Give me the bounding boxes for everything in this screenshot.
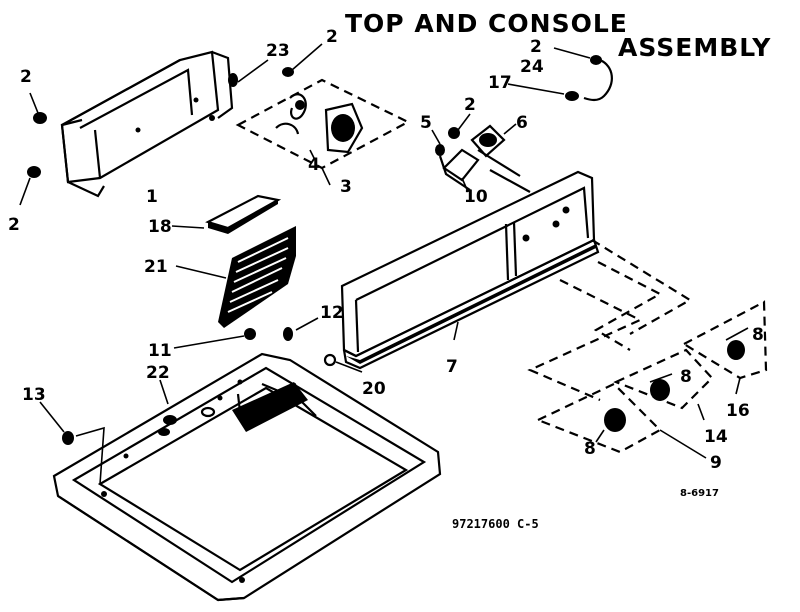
callout-9: 9 xyxy=(710,453,722,473)
callout-8-mid: 8 xyxy=(680,367,692,387)
part-cap-18 xyxy=(171,194,282,234)
part-top-22 xyxy=(52,352,442,602)
part-knob-plate-16 xyxy=(681,300,768,395)
corner-code: 8-6917 xyxy=(680,488,719,499)
screw-left-upper xyxy=(29,92,47,124)
callout-5: 5 xyxy=(420,113,432,133)
callout-8-top: 8 xyxy=(752,325,764,345)
callout-16: 16 xyxy=(726,401,750,421)
callout-2-left-top: 2 xyxy=(20,67,32,87)
callout-4: 4 xyxy=(308,155,320,175)
callout-18: 18 xyxy=(148,217,172,237)
part-fastener-12 xyxy=(283,317,319,341)
callout-22: 22 xyxy=(146,363,170,383)
callout-1: 1 xyxy=(146,187,158,207)
callout-13: 13 xyxy=(22,385,46,405)
callout-6: 6 xyxy=(516,113,528,133)
screw-23 xyxy=(228,59,269,87)
title-line-2: ASSEMBLY xyxy=(618,33,771,62)
part-grille-21 xyxy=(175,226,296,328)
callout-3: 3 xyxy=(340,177,352,197)
callout-20: 20 xyxy=(362,379,386,399)
callout-23: 23 xyxy=(266,41,290,61)
callout-10: 10 xyxy=(464,187,488,207)
part-knob-plate-9 xyxy=(535,382,707,459)
part-bracket xyxy=(60,50,234,198)
part-screw-13 xyxy=(39,401,74,445)
leader-dashes xyxy=(527,239,693,402)
callout-14: 14 xyxy=(704,427,728,447)
title-line-1: TOP AND CONSOLE xyxy=(345,9,628,38)
callout-24: 24 xyxy=(520,57,544,77)
part-fastener-11 xyxy=(173,328,256,349)
callout-21: 21 xyxy=(144,257,168,277)
callout-12: 12 xyxy=(320,303,344,323)
callout-2-left-bottom: 2 xyxy=(8,215,20,235)
drawing-number: 97217600 C-5 xyxy=(452,517,539,531)
part-wire-harness xyxy=(507,47,613,102)
screw-left-lower xyxy=(19,166,41,206)
callout-11: 11 xyxy=(148,341,172,361)
part-knob-plate-14 xyxy=(613,348,714,421)
callout-2-right: 2 xyxy=(530,37,542,57)
part-switch-group xyxy=(431,113,531,193)
callout-2-top: 2 xyxy=(326,27,338,47)
callout-2-mid: 2 xyxy=(464,95,476,115)
callout-8-bottom: 8 xyxy=(584,439,596,459)
callout-17: 17 xyxy=(488,73,512,93)
part-fastener-20 xyxy=(323,353,363,373)
part-timer-group xyxy=(235,43,411,186)
callout-7: 7 xyxy=(446,357,458,377)
